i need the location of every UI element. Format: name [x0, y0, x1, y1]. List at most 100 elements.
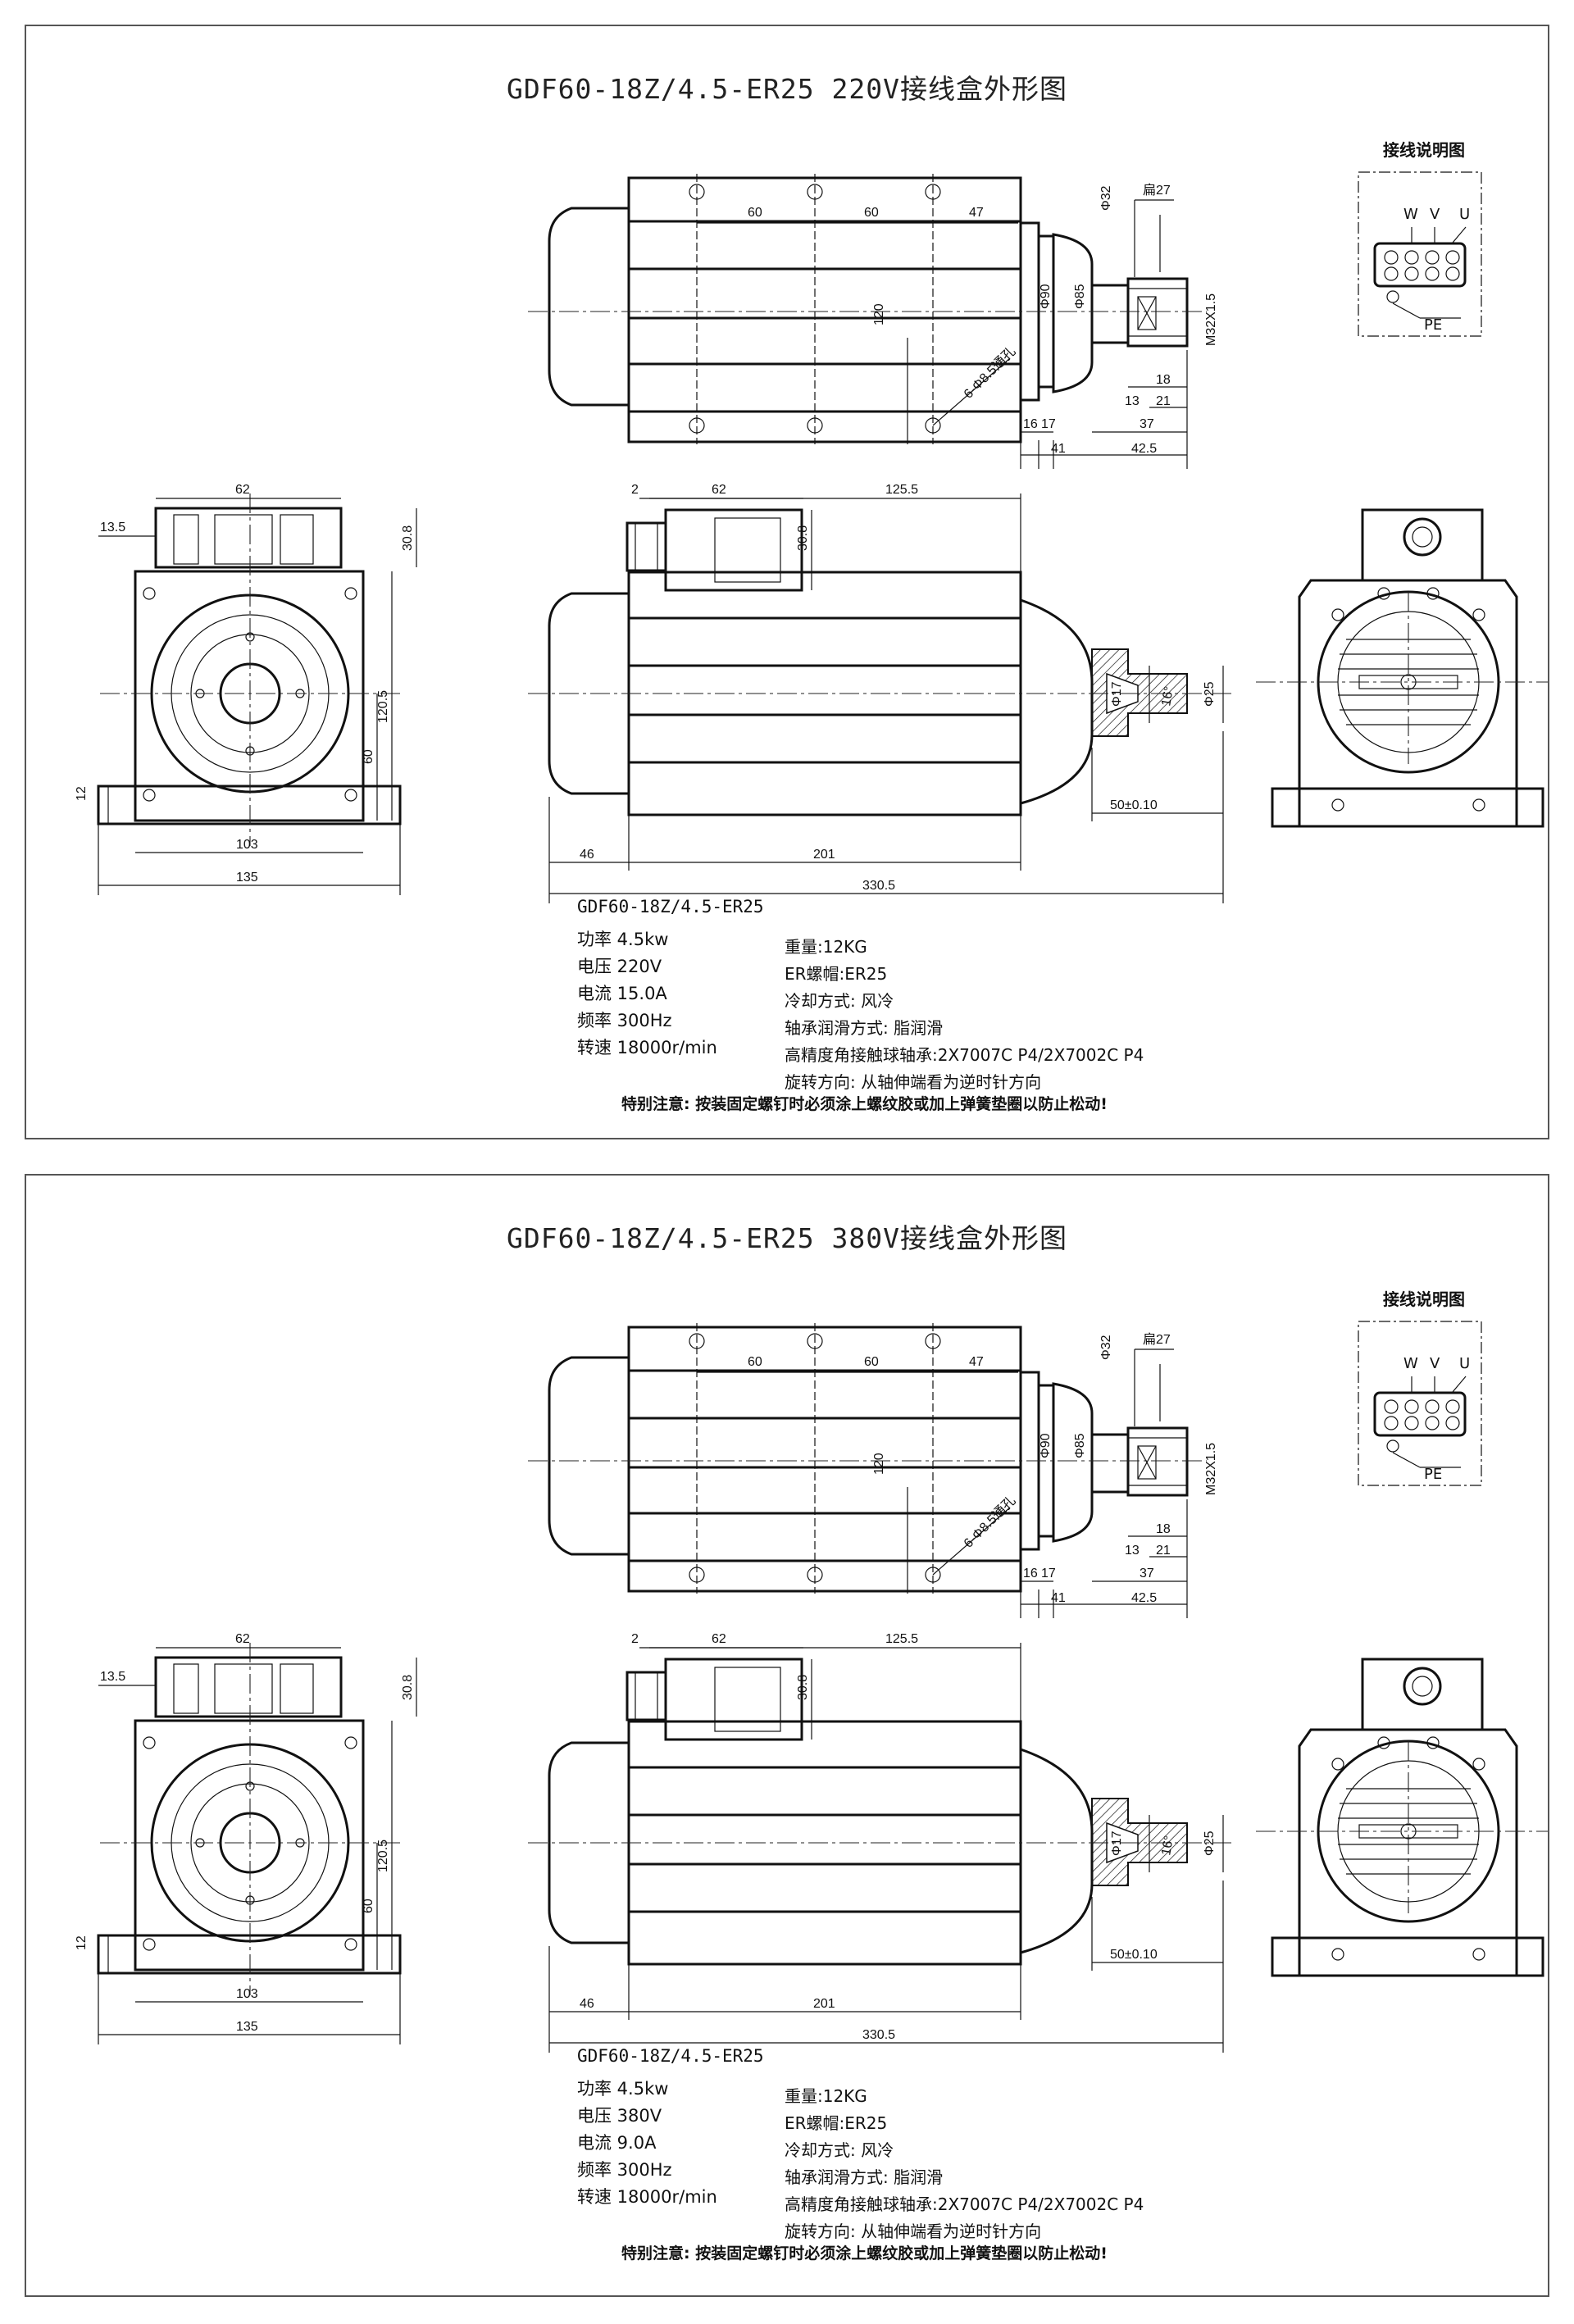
dim-holes: 6-Φ8.5通孔 [961, 1494, 1018, 1551]
dim-thread: M32X1.5 [1204, 293, 1218, 346]
special-note: 特别注意: 按装固定螺钉时必须涂上螺纹胶或加上弹簧垫圈以防止松动! [621, 2244, 1108, 2263]
dim-13: 13 [1125, 1544, 1140, 1558]
spec-voltage: 电压 220V [577, 957, 662, 976]
dim-top-spacing-1: 60 [748, 206, 762, 220]
dim-side-30-8: 30.8 [796, 525, 810, 551]
dim-d85: Φ85 [1073, 284, 1087, 309]
dim-side-330-5: 330.5 [862, 2028, 895, 2042]
dim-end-13-5: 13.5 [100, 1670, 125, 1684]
dim-flat27: 扁27 [1143, 1332, 1171, 1347]
dim-end-30-8: 30.8 [401, 525, 415, 551]
dim-end-12: 12 [75, 1935, 89, 1950]
wiring-label-v: V [1430, 206, 1440, 223]
spec-frequency: 频率 300Hz [577, 2160, 672, 2180]
spec-frequency: 频率 300Hz [577, 1011, 672, 1030]
dim-end-60: 60 [362, 749, 375, 764]
wiring-title: 接线说明图 [1383, 1289, 1465, 1309]
dim-37: 37 [1140, 1567, 1154, 1580]
dim-d85: Φ85 [1073, 1433, 1087, 1458]
technical-drawing: 60 60 47 120 6-Φ8.5通孔 Φ90 Φ85 Φ32 扁27 M3… [75, 171, 1548, 905]
dim-top-spacing-3: 47 [969, 1355, 984, 1369]
dim-16: 16 [1023, 417, 1038, 431]
spec-current: 电流 15.0A [577, 984, 667, 1003]
spec-power: 功率 4.5kw [577, 930, 669, 949]
dim-side-125-5: 125.5 [885, 483, 918, 497]
spec-lubrication: 轴承润滑方式: 脂润滑 [785, 1018, 944, 1038]
spec-speed: 转速 18000r/min [577, 1038, 717, 1057]
spec-power: 功率 4.5kw [577, 2079, 669, 2099]
dim-end-120-5: 120.5 [376, 1840, 390, 1872]
dim-d90: Φ90 [1039, 284, 1053, 309]
dim-end-62: 62 [235, 1632, 250, 1646]
wiring-title: 接线说明图 [1383, 140, 1465, 160]
dim-side-2: 2 [631, 483, 639, 497]
spec-list-right: 重量:12KG ER螺帽:ER25 冷却方式: 风冷 轴承润滑方式: 脂润滑 高… [785, 934, 1144, 1096]
dim-d32: Φ32 [1099, 185, 1113, 211]
dim-17: 17 [1041, 1567, 1056, 1580]
spec-weight: 重量:12KG [785, 937, 867, 957]
spec-model: GDF60-18Z/4.5-ER25 [577, 897, 764, 916]
technical-drawing: 60 60 47 120 6-Φ8.5通孔 Φ90 Φ85 Φ32 扁27 M3… [75, 1320, 1548, 2054]
dim-end-135: 135 [236, 2020, 258, 2034]
dim-side-201: 201 [813, 1997, 835, 2011]
dim-d32: Φ32 [1099, 1335, 1113, 1360]
dim-41: 41 [1051, 1591, 1066, 1605]
spec-lubrication: 轴承润滑方式: 脂润滑 [785, 2167, 944, 2187]
dim-top-spacing-3: 47 [969, 206, 984, 220]
dim-13: 13 [1125, 394, 1140, 408]
dim-side-125-5: 125.5 [885, 1632, 918, 1646]
spec-collet-nut: ER螺帽:ER25 [785, 964, 888, 984]
dim-side-d25: Φ25 [1203, 1831, 1217, 1856]
wiring-label-pe: PE [1424, 316, 1442, 334]
dim-thread: M32X1.5 [1204, 1443, 1218, 1495]
special-note: 特别注意: 按装固定螺钉时必须涂上螺纹胶或加上弹簧垫圈以防止松动! [621, 1095, 1108, 1113]
wiring-label-u: U [1459, 206, 1470, 223]
dim-side-d17: Φ17 [1110, 681, 1124, 707]
spec-collet-nut: ER螺帽:ER25 [785, 2113, 888, 2133]
dim-side-30-8: 30.8 [796, 1675, 810, 1700]
dim-end-103: 103 [236, 1987, 258, 2001]
spec-rotation: 旋转方向: 从轴伸端看为逆时针方向 [785, 2222, 1042, 2241]
dim-37: 37 [1140, 417, 1154, 431]
wiring-label-pe: PE [1424, 1466, 1442, 1483]
spec-bearings: 高精度角接触球轴承:2X7007C P4/2X7002C P4 [785, 2194, 1144, 2214]
dim-end-62: 62 [235, 483, 250, 497]
dim-side-50: 50±0.10 [1110, 1948, 1158, 1962]
dim-side-330-5: 330.5 [862, 879, 895, 893]
dim-side-62: 62 [712, 483, 726, 497]
dim-21: 21 [1156, 394, 1171, 408]
dim-18: 18 [1156, 1522, 1171, 1536]
dim-side-16deg: 16° [1159, 1835, 1176, 1857]
dim-end-60: 60 [362, 1899, 375, 1913]
dim-end-135: 135 [236, 871, 258, 885]
dim-holes: 6-Φ8.5通孔 [961, 344, 1018, 402]
drawing-sheet-380v: 60 60 47 120 6-Φ8.5通孔 Φ90 Φ85 Φ32 扁27 M3… [25, 1174, 1549, 2297]
dim-41: 41 [1051, 442, 1066, 456]
dim-17: 17 [1041, 417, 1056, 431]
dim-16: 16 [1023, 1567, 1038, 1580]
spec-list-left: 功率 4.5kw 电压 380V 电流 9.0A 频率 300Hz 转速 180… [577, 2076, 717, 2211]
wiring-label-u: U [1459, 1355, 1470, 1372]
spec-rotation: 旋转方向: 从轴伸端看为逆时针方向 [785, 1072, 1042, 1092]
dim-top-height: 120 [872, 1453, 886, 1475]
dim-side-d17: Φ17 [1110, 1831, 1124, 1856]
spec-cooling: 冷却方式: 风冷 [785, 2140, 894, 2160]
dim-d90: Φ90 [1039, 1433, 1053, 1458]
dim-side-46: 46 [580, 848, 594, 862]
dim-top-spacing-2: 60 [864, 1355, 879, 1369]
wiring-label-v: V [1430, 1355, 1440, 1372]
dim-side-62: 62 [712, 1632, 726, 1646]
spec-speed: 转速 18000r/min [577, 2187, 717, 2207]
spec-weight: 重量:12KG [785, 2086, 867, 2106]
dim-side-d25: Φ25 [1203, 681, 1217, 707]
spec-model: GDF60-18Z/4.5-ER25 [577, 2046, 764, 2066]
dim-21: 21 [1156, 1544, 1171, 1558]
dim-side-50: 50±0.10 [1110, 798, 1158, 812]
spec-bearings: 高精度角接触球轴承:2X7007C P4/2X7002C P4 [785, 1045, 1144, 1065]
dim-side-46: 46 [580, 1997, 594, 2011]
spec-voltage: 电压 380V [577, 2106, 662, 2126]
dim-side-201: 201 [813, 848, 835, 862]
spec-cooling: 冷却方式: 风冷 [785, 991, 894, 1011]
dim-18: 18 [1156, 373, 1171, 387]
spec-list-left: 功率 4.5kw 电压 220V 电流 15.0A 频率 300Hz 转速 18… [577, 926, 717, 1062]
